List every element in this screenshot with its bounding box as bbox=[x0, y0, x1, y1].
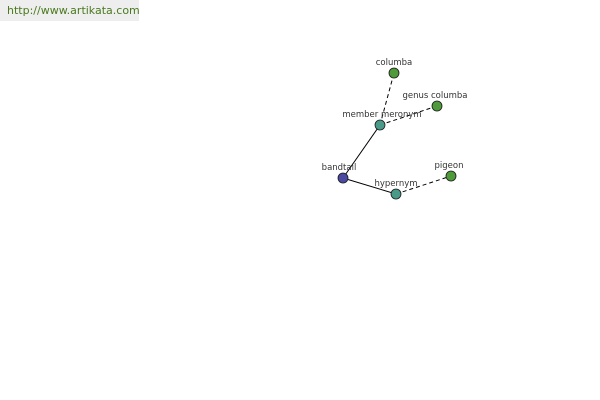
url-banner: http://www.artikata.com bbox=[0, 0, 140, 21]
node-hypernym[interactable] bbox=[390, 188, 402, 200]
edge-hypernym-pigeon bbox=[395, 175, 452, 195]
edge-bandtail-member-meronym bbox=[342, 124, 381, 179]
node-label-columba[interactable]: columba bbox=[376, 58, 413, 68]
url-link[interactable]: http://www.artikata.com bbox=[7, 4, 140, 17]
node-genus-columba[interactable] bbox=[431, 100, 443, 112]
nodes-layer bbox=[337, 67, 457, 200]
edge-member-meronym-genus-columba bbox=[379, 105, 438, 126]
node-member-meronym[interactable] bbox=[374, 119, 386, 131]
node-label-hypernym[interactable]: hypernym bbox=[374, 179, 417, 189]
node-columba[interactable] bbox=[388, 67, 400, 79]
node-label-genus-columba[interactable]: genus columba bbox=[402, 91, 467, 101]
node-label-bandtail[interactable]: bandtail bbox=[322, 163, 357, 173]
edge-bandtail-hypernym bbox=[342, 177, 397, 195]
node-label-pigeon[interactable]: pigeon bbox=[435, 161, 464, 171]
labels-layer: bandtail member meronym hypernym columba gen… bbox=[322, 58, 468, 189]
node-pigeon[interactable] bbox=[445, 170, 457, 182]
edge-member-meronym-columba bbox=[379, 72, 395, 126]
node-label-member-meronym[interactable]: member meronym bbox=[342, 110, 421, 120]
edges-layer bbox=[342, 72, 452, 195]
node-bandtail[interactable] bbox=[337, 172, 349, 184]
